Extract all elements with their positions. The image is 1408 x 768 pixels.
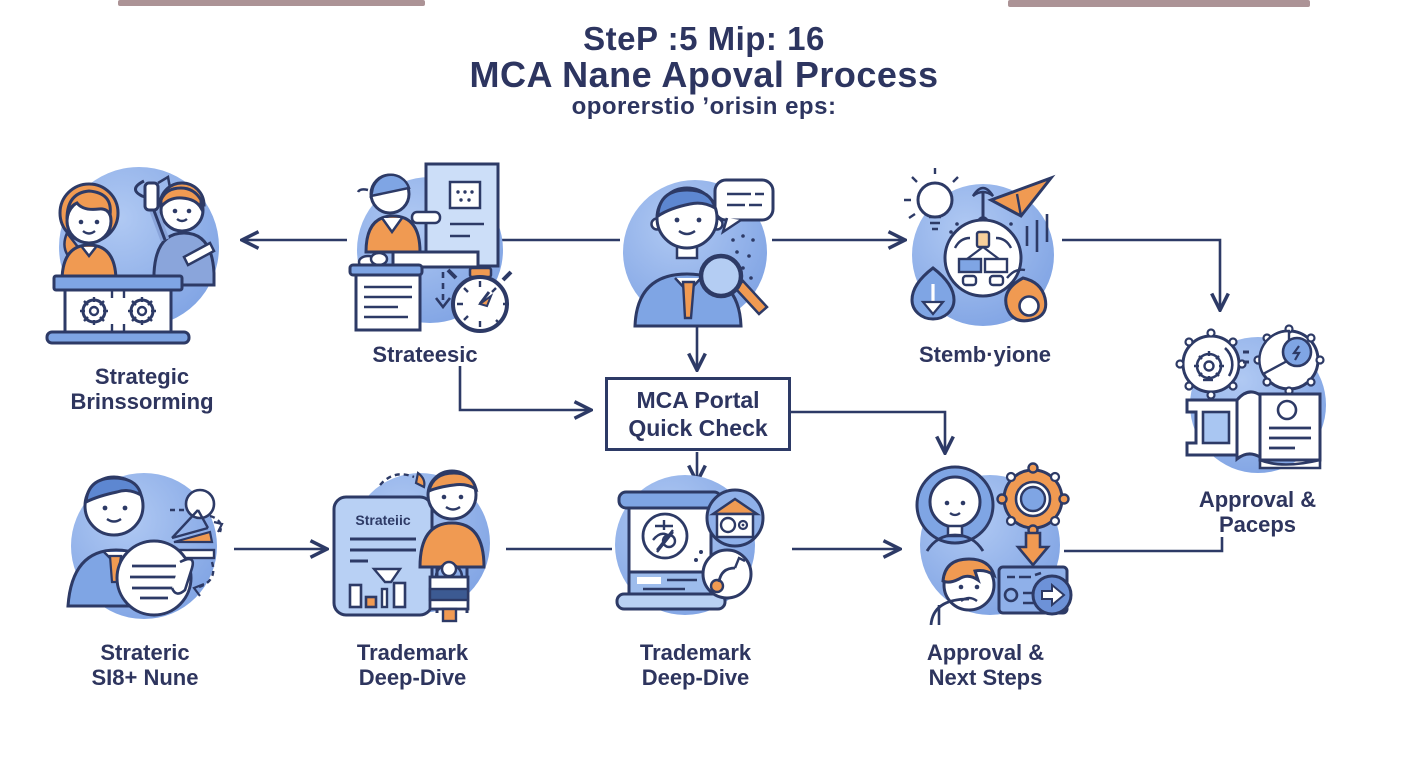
consultant-speech-icon <box>66 473 224 619</box>
diagram-title-line2: MCA Nane Apoval Process <box>469 54 939 95</box>
team-brainstorm-icon <box>45 167 219 345</box>
node-label-trademark-2: Trademark Deep-Dive <box>639 640 752 690</box>
step-node-trademark-scroll <box>593 462 778 632</box>
top-left-artifact-bar <box>118 0 425 6</box>
arrow-top4-to-right <box>1062 238 1220 307</box>
report-shopper-icon: Strateiic <box>332 469 490 623</box>
top-right-artifact-bar <box>1008 0 1310 7</box>
node-label-strategic-brainstorming: Strategic Brinssorming <box>70 364 214 414</box>
step-node-approval-paceps <box>1163 322 1343 482</box>
node-label-trademark-1: Trademark Deep-Dive <box>356 640 469 690</box>
node-label-strateric: Strateric SI8+ Nune <box>91 640 199 690</box>
step-node-stemb-yione <box>895 160 1070 340</box>
diagram-title-line1: SteP :5 Mip: 16 <box>583 20 825 57</box>
mca-portal-quick-check-box: MCA Portal Quick Check <box>605 377 791 451</box>
step-node-strateric <box>52 458 242 638</box>
node-label-stemb-yione: Stemb·yione <box>918 342 1052 367</box>
idea-cycle-icon <box>904 168 1056 326</box>
doc-title-text: Strateiic <box>355 512 410 528</box>
node-label-approval-paceps: Approval & Paceps <box>1198 487 1317 537</box>
arrow-box-to-bot4 <box>791 410 945 450</box>
step-node-trademark-report: Strateiic <box>322 455 502 630</box>
arrow-top2-to-box <box>458 366 588 410</box>
node-label-strateesic: Strateesic <box>372 342 478 367</box>
line-bot4-to-right <box>1064 537 1224 553</box>
mca-box-line2: Quick Check <box>628 415 768 441</box>
step-node-approval-next-steps <box>895 455 1075 630</box>
team-gear-card-icon <box>915 462 1073 626</box>
timer-checklist-icon <box>348 162 513 333</box>
step-node-strateesic <box>338 152 513 342</box>
diagram-subtitle: oporerstio ʼorisin eps: <box>571 93 837 120</box>
certificate-scroll-icon <box>615 475 765 615</box>
gears-open-book-icon <box>1175 324 1326 473</box>
step-node-analyst <box>615 160 780 335</box>
mca-box-line1: MCA Portal <box>636 387 760 413</box>
step-node-strategic-brainstorming <box>32 155 232 350</box>
node-label-approval-next-steps: Approval & Next Steps <box>926 640 1045 690</box>
analyst-magnifier-icon <box>623 178 775 328</box>
